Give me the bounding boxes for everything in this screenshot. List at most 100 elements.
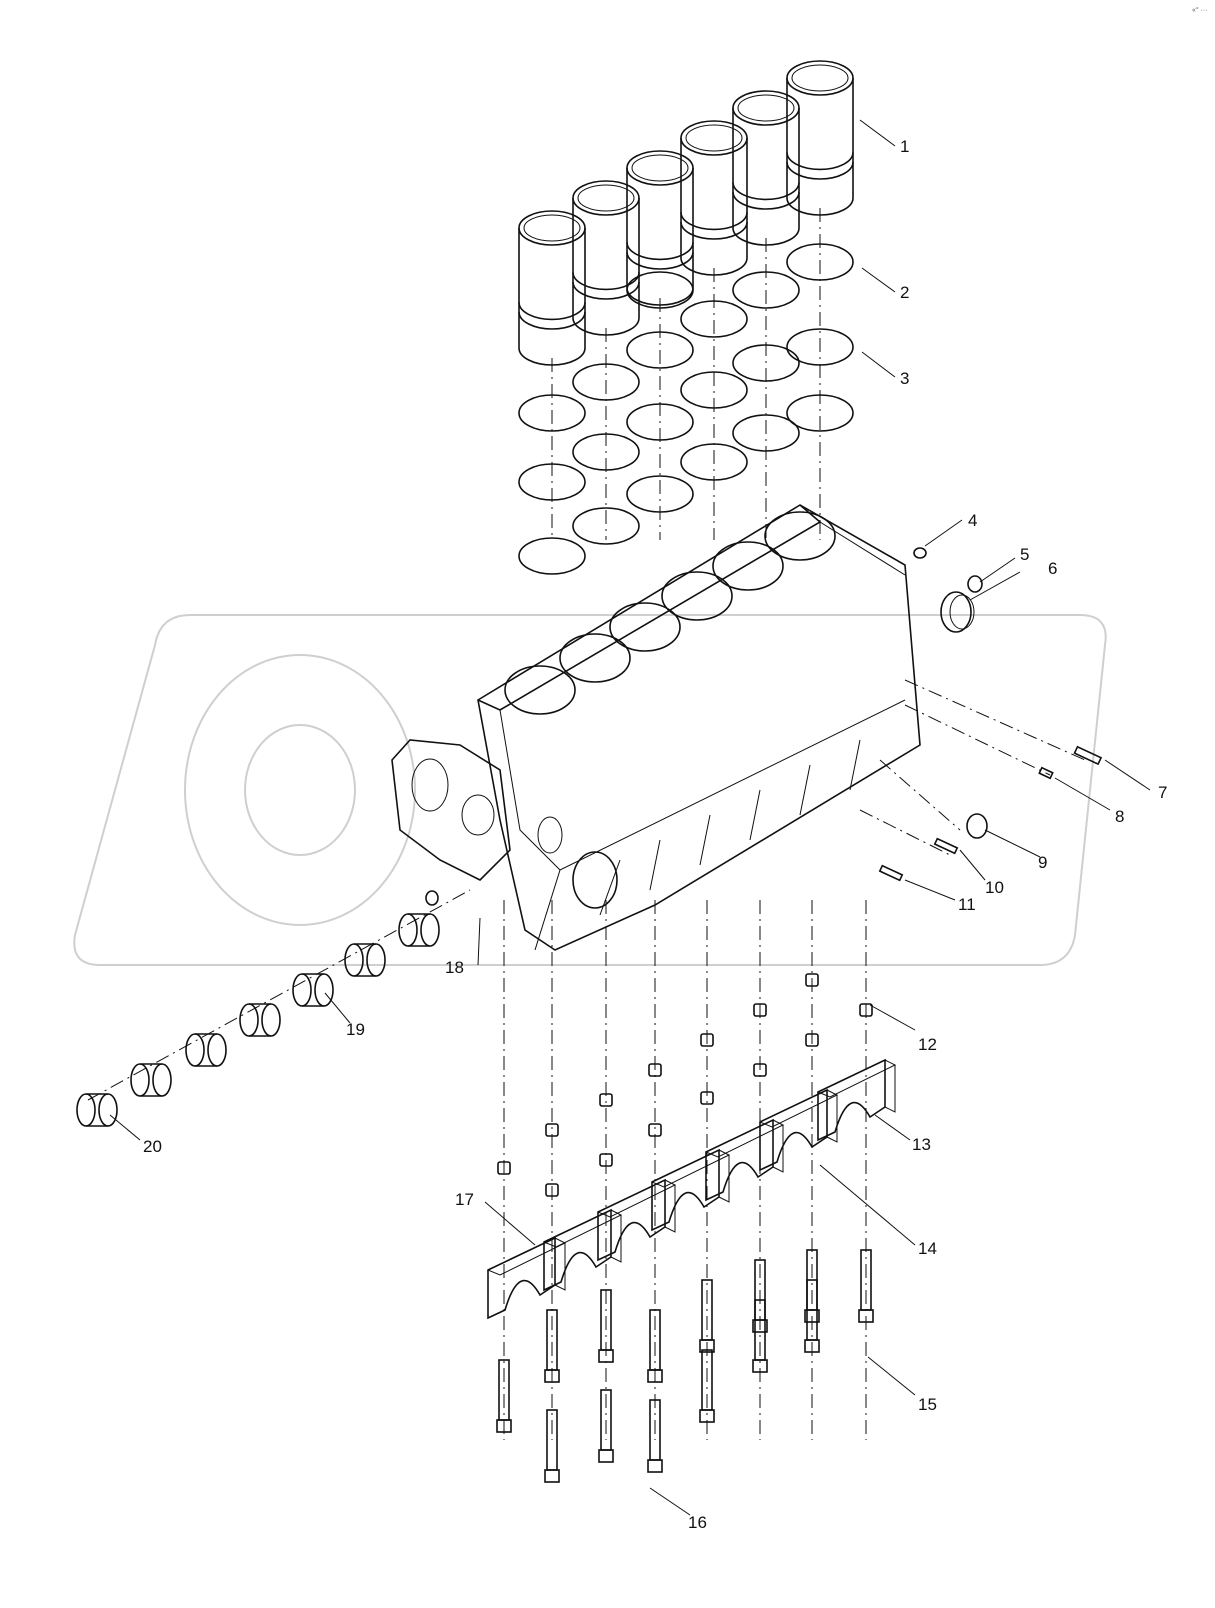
cap-bolt-head xyxy=(496,1419,512,1433)
liner-bore xyxy=(791,64,849,92)
o-ring xyxy=(518,537,586,575)
cylinder-block xyxy=(391,504,988,951)
bearing-cap-top xyxy=(705,1119,785,1158)
cam-bushing xyxy=(130,1063,172,1097)
bearing-cap-side xyxy=(664,1185,676,1233)
callout-15: 15 xyxy=(918,1395,937,1414)
callout-8: 8 xyxy=(1115,807,1124,826)
callout-10: 10 xyxy=(985,878,1004,897)
bushing-end xyxy=(130,1063,150,1097)
liner-band xyxy=(572,272,640,291)
dowel-sleeve xyxy=(497,1161,511,1175)
bushing-end xyxy=(261,1003,281,1037)
bearing-cap-top xyxy=(597,1179,677,1218)
cam-bushing xyxy=(76,1093,118,1127)
bushing-end xyxy=(366,943,386,977)
dowel-sleeve xyxy=(700,1033,714,1047)
bearing-cap-top xyxy=(759,1089,839,1128)
cam-bushing xyxy=(185,1033,227,1067)
cap-bolt-head xyxy=(699,1339,715,1353)
callout-16: 16 xyxy=(688,1513,707,1532)
bushing-end xyxy=(152,1063,172,1097)
bearing-cap-side xyxy=(826,1095,838,1143)
cap-bolt-head xyxy=(699,1409,715,1423)
callout-labels: 1 2 3 4 5 6 7 8 9 10 11 12 13 14 15 16 1… xyxy=(143,137,1167,1532)
cap-bolt-head xyxy=(858,1309,874,1323)
cam-bushing xyxy=(398,913,440,947)
bearing-cap xyxy=(817,1058,886,1142)
liner-band xyxy=(572,281,640,300)
bearing-cap xyxy=(651,1148,720,1232)
dowel-sleeve xyxy=(545,1183,559,1197)
dowel-sleeve xyxy=(648,1063,662,1077)
liner-bore xyxy=(523,214,581,242)
callout-1: 1 xyxy=(900,137,909,156)
callout-7: 7 xyxy=(1158,783,1167,802)
liner-body xyxy=(732,108,800,246)
bushing-end xyxy=(292,973,312,1007)
callout-9: 9 xyxy=(1038,853,1047,872)
bushing-end xyxy=(185,1033,205,1067)
dowel-sleeve xyxy=(753,1003,767,1017)
callout-20: 20 xyxy=(143,1137,162,1156)
bushing-side xyxy=(249,1003,271,1037)
liner-bore xyxy=(685,124,743,152)
cap-bolt-head xyxy=(647,1459,663,1473)
liner-body xyxy=(518,228,586,366)
center-line xyxy=(87,889,471,1101)
liner-bore xyxy=(631,154,689,182)
liner-body xyxy=(626,168,694,306)
dowel-sleeve xyxy=(700,1091,714,1105)
bearing-cap xyxy=(759,1088,828,1172)
bearing-cap-top xyxy=(487,1237,567,1276)
o-rings xyxy=(518,243,854,575)
bearing-cap xyxy=(543,1208,612,1292)
liner-body xyxy=(786,78,854,216)
callout-14: 14 xyxy=(918,1239,937,1258)
cap-bolt-head xyxy=(804,1339,820,1353)
main-bearing-caps xyxy=(487,1058,897,1320)
callout-17: 17 xyxy=(455,1190,474,1209)
bushing-side xyxy=(140,1063,162,1097)
bearing-cap-top xyxy=(543,1209,623,1248)
bearing-cap-side xyxy=(718,1155,730,1203)
side-fittings xyxy=(859,679,1103,882)
bushing-side xyxy=(408,913,430,947)
liner-bore xyxy=(737,94,795,122)
liner-body xyxy=(680,138,748,276)
liner-band xyxy=(626,251,694,270)
dowel-sleeve xyxy=(545,1123,559,1137)
bearing-cap-top xyxy=(651,1149,731,1188)
cap-bolt-head xyxy=(647,1369,663,1383)
bushing-end xyxy=(76,1093,96,1127)
liner-band xyxy=(786,161,854,180)
bushing-end xyxy=(207,1033,227,1067)
callout-3: 3 xyxy=(900,369,909,388)
liner-top-rim xyxy=(626,150,694,186)
callout-13: 13 xyxy=(912,1135,931,1154)
liner-top-rim xyxy=(680,120,748,156)
dowel-sleeve xyxy=(648,1123,662,1137)
callout-12: 12 xyxy=(918,1035,937,1054)
bushing-end xyxy=(239,1003,259,1037)
liner-bore xyxy=(577,184,635,212)
bushing-end xyxy=(314,973,334,1007)
cap-bolt-head xyxy=(804,1309,820,1323)
bearing-cap-side xyxy=(884,1065,896,1113)
cylinder-liner xyxy=(786,60,854,216)
cylinder-liners xyxy=(518,60,854,366)
callout-18: 18 xyxy=(445,958,464,977)
dowel-sleeve xyxy=(805,973,819,987)
bushing-side xyxy=(302,973,324,1007)
bushing-end xyxy=(98,1093,118,1127)
liner-band xyxy=(680,212,748,231)
cam-bushing xyxy=(344,943,386,977)
liner-top-rim xyxy=(518,210,586,246)
bearing-cap-side xyxy=(610,1215,622,1263)
dowel-sleeve xyxy=(753,1063,767,1077)
liner-band xyxy=(518,311,586,330)
callout-11: 11 xyxy=(958,895,976,914)
bushing-plug xyxy=(425,890,439,906)
cap-bolt-head xyxy=(598,1449,614,1463)
